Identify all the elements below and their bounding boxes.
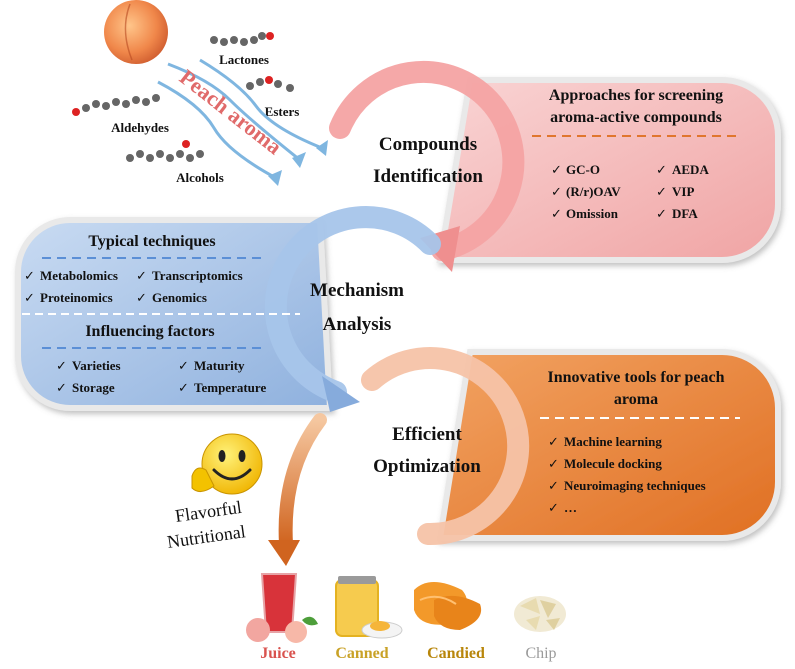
check-icon: ✓ [178,358,189,373]
techniques-title: Typical techniques [88,233,215,250]
technique-item: Transcriptomics [152,268,243,283]
identification-label: Identification [373,166,483,187]
screening-item: VIP [672,184,694,199]
check-icon: ✓ [178,380,189,395]
tools-items: ✓ Machine learning ✓ Molecule docking ✓ … [548,434,706,515]
factor-item: Storage [72,380,115,395]
candied-label: Candied [427,645,485,662]
chip-label: Chip [525,645,556,662]
check-icon: ✓ [136,290,147,305]
canned-icon [335,576,403,639]
check-icon: ✓ [551,206,562,221]
candied-icon [414,582,482,630]
factors-title: Influencing factors [85,323,214,340]
tool-item: … [564,500,577,515]
peach-fruit-icon [104,0,168,64]
down-arrow [268,413,327,566]
optimization-label: Optimization [373,456,481,477]
factor-item: Maturity [194,358,245,373]
aldehydes-label: Aldehydes [111,120,169,135]
lactone-molecule-icon [210,32,274,46]
factor-item: Temperature [194,380,266,395]
smiley-thumbs-up-icon [191,433,263,495]
screening-item: AEDA [672,162,709,177]
screening-item: GC-O [566,162,600,177]
technique-item: Genomics [152,290,207,305]
tool-item: Neuroimaging techniques [564,478,706,493]
check-icon: ✓ [548,434,559,449]
check-icon: ✓ [24,268,35,283]
analysis-label: Analysis [323,314,392,335]
check-icon: ✓ [136,268,147,283]
mechanism-label: Mechanism [310,280,404,301]
factors-items: ✓ Varieties ✓ Maturity ✓ Storage ✓ Tempe… [56,358,266,395]
screening-item: (R/r)OAV [566,184,621,199]
tool-item: Molecule docking [564,456,662,471]
check-icon: ✓ [548,456,559,471]
lactones-label: Lactones [219,52,269,67]
juice-icon [246,573,318,643]
tools-title-line2: aroma [614,391,658,408]
check-icon: ✓ [24,290,35,305]
efficient-label: Efficient [392,424,462,445]
screening-items: ✓ GC-O ✓ (R/r)OAV ✓ Omission ✓ AEDA ✓ VI… [551,162,709,221]
aldehyde-molecule-icon [72,94,160,116]
check-icon: ✓ [551,162,562,177]
nutritional-label: Nutritional [166,521,247,552]
ester-molecule-icon [246,76,294,92]
alcohol-molecule-icon [126,140,204,162]
techniques-panel [15,217,334,411]
check-icon: ✓ [656,162,667,177]
flavorful-label: Flavorful [174,497,243,526]
technique-item: Proteinomics [40,290,113,305]
cycle-arrows [264,61,530,546]
juice-label: Juice [260,645,296,662]
screening-panel [436,77,781,263]
alcohols-label: Alcohols [176,170,224,185]
screening-title-line1: Approaches for screening [549,87,723,104]
tools-title-line1: Innovative tools for peach [547,369,724,386]
tools-panel [436,349,781,541]
esters-label: Esters [265,104,300,119]
screening-item: Omission [566,206,619,221]
check-icon: ✓ [656,206,667,221]
factor-item: Varieties [72,358,121,373]
check-icon: ✓ [548,500,559,515]
aroma-arrowheads [268,140,328,186]
check-icon: ✓ [656,184,667,199]
techniques-items: ✓ Metabolomics ✓ Transcriptomics ✓ Prote… [24,268,243,305]
screening-title-line2: aroma-active compounds [550,109,722,126]
chip-icon [514,596,566,632]
check-icon: ✓ [548,478,559,493]
check-icon: ✓ [551,184,562,199]
screening-item: DFA [672,206,698,221]
tool-item: Machine learning [564,434,662,449]
check-icon: ✓ [56,380,67,395]
canned-label: Canned [335,645,388,662]
aroma-flow-arrows [157,58,323,180]
check-icon: ✓ [56,358,67,373]
compounds-label: Compounds [379,134,477,155]
technique-item: Metabolomics [40,268,118,283]
